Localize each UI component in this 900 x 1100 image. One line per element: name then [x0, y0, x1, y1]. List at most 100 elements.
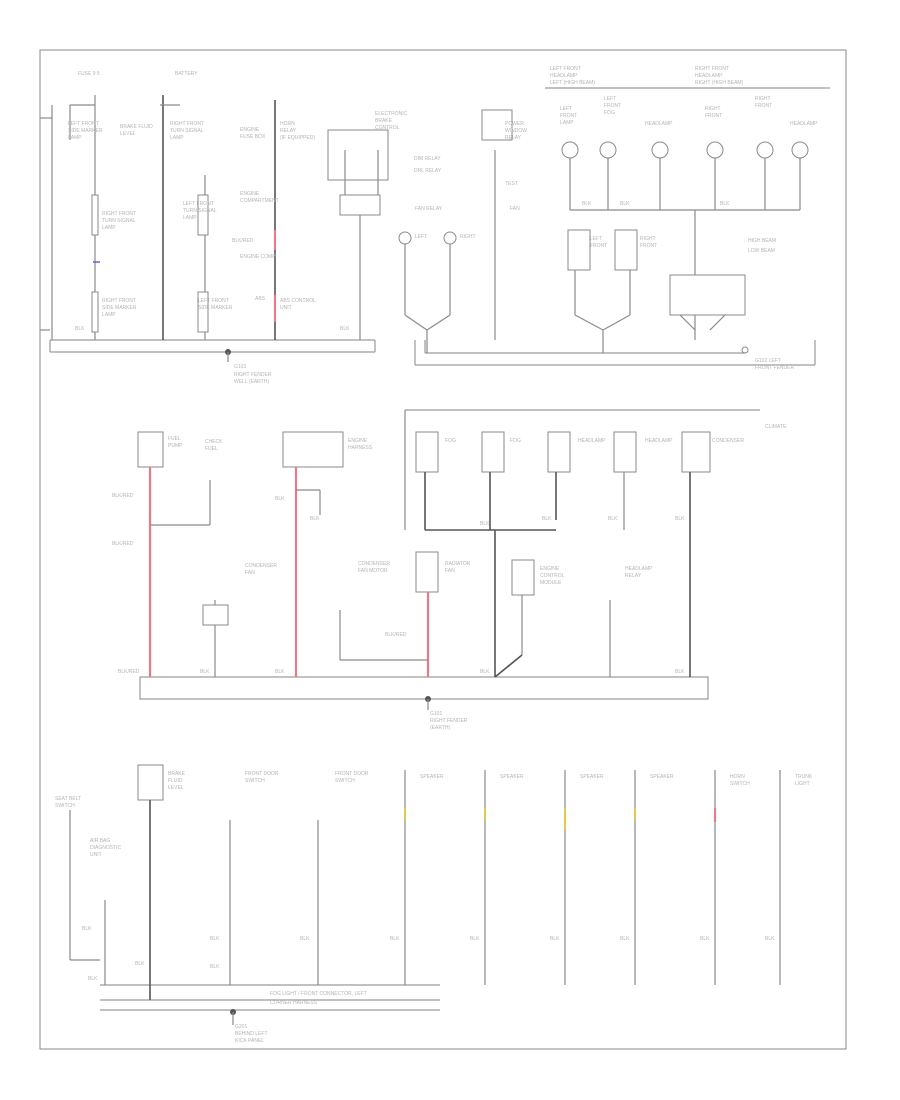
svg-text:TRUNK: TRUNK	[795, 774, 813, 780]
svg-text:FOG LIGHT / FRONT CONNECTOR, L: FOG LIGHT / FRONT CONNECTOR, LEFT	[270, 991, 367, 997]
svg-text:FUEL: FUEL	[168, 436, 181, 442]
svg-text:POWER: POWER	[505, 121, 524, 127]
svg-text:ENGINE: ENGINE	[240, 191, 260, 197]
svg-text:SWITCH: SWITCH	[730, 781, 750, 787]
svg-text:FAN: FAN	[445, 568, 455, 574]
svg-text:BLK: BLK	[720, 201, 730, 207]
svg-text:ELECTRONIC: ELECTRONIC	[375, 111, 408, 117]
svg-text:HARNESS: HARNESS	[348, 445, 373, 451]
svg-text:MODULE: MODULE	[540, 580, 562, 586]
svg-text:RIGHT FRONT: RIGHT FRONT	[170, 121, 204, 127]
svg-text:SEAT BELT: SEAT BELT	[55, 796, 81, 802]
svg-text:TURN SIGNAL: TURN SIGNAL	[170, 128, 204, 134]
svg-text:BLK: BLK	[550, 936, 560, 942]
svg-text:DRL RELAY: DRL RELAY	[414, 168, 442, 174]
svg-text:LEVEL: LEVEL	[120, 131, 136, 137]
svg-text:LEFT (HIGH BEAM): LEFT (HIGH BEAM)	[550, 80, 595, 86]
svg-text:BLK: BLK	[675, 516, 685, 522]
svg-text:BLK: BLK	[620, 201, 630, 207]
svg-text:AIR BAG: AIR BAG	[90, 838, 110, 844]
svg-text:HEADLAMP: HEADLAMP	[550, 73, 578, 79]
svg-text:CONDENSER: CONDENSER	[245, 563, 277, 569]
svg-text:FRONT FENDER: FRONT FENDER	[755, 365, 794, 371]
svg-text:BLK: BLK	[675, 669, 685, 675]
svg-text:HEADLAMP: HEADLAMP	[790, 121, 818, 127]
svg-text:BLK/RED: BLK/RED	[112, 493, 134, 499]
svg-text:UNIT: UNIT	[280, 305, 292, 311]
svg-text:FUSE BOX: FUSE BOX	[240, 134, 266, 140]
svg-text:LAMP: LAMP	[183, 215, 197, 221]
svg-text:FRONT DOOR: FRONT DOOR	[245, 771, 279, 777]
svg-text:BEHIND LEFT: BEHIND LEFT	[235, 1031, 268, 1037]
svg-text:HEADLAMP: HEADLAMP	[695, 73, 723, 79]
svg-text:G101: G101	[430, 711, 442, 717]
svg-text:BLK: BLK	[620, 936, 630, 942]
svg-text:FRONT: FRONT	[705, 113, 722, 119]
svg-text:FRONT: FRONT	[604, 103, 621, 109]
svg-text:RIGHT FENDER: RIGHT FENDER	[234, 372, 272, 378]
svg-text:RIGHT: RIGHT	[460, 234, 476, 240]
svg-text:BLK: BLK	[340, 326, 350, 332]
svg-text:LEFT FRONT: LEFT FRONT	[183, 201, 214, 207]
svg-text:CHECK: CHECK	[205, 439, 223, 445]
svg-text:BLK/RED: BLK/RED	[232, 238, 254, 244]
svg-text:FAN RELAY: FAN RELAY	[415, 206, 443, 212]
svg-text:LEFT: LEFT	[590, 236, 602, 242]
bottom-section: G201 BEHIND LEFT KICK PANEL FOG LIGHT / …	[55, 764, 813, 1044]
svg-text:ABS: ABS	[255, 296, 266, 302]
svg-text:WELL (EARTH): WELL (EARTH)	[234, 379, 269, 385]
svg-text:FRONT: FRONT	[560, 113, 577, 119]
svg-text:FRONT: FRONT	[755, 103, 772, 109]
svg-text:RIGHT: RIGHT	[705, 106, 721, 112]
svg-text:LOW BEAM: LOW BEAM	[748, 248, 775, 254]
svg-text:SIDE MARKER: SIDE MARKER	[198, 305, 233, 311]
svg-text:(EARTH): (EARTH)	[430, 725, 451, 731]
svg-text:SWITCH: SWITCH	[245, 778, 265, 784]
svg-text:BLK: BLK	[582, 201, 592, 207]
svg-text:SWITCH: SWITCH	[55, 803, 75, 809]
svg-text:BRAKE: BRAKE	[168, 771, 186, 777]
svg-text:FLUID: FLUID	[168, 778, 183, 784]
svg-text:FOG: FOG	[604, 110, 615, 116]
svg-text:CONDENSER: CONDENSER	[358, 561, 390, 567]
middle-section: G101 RIGHT FENDER (EARTH) FUEL PUMP BLK/…	[112, 409, 787, 731]
svg-text:BLK: BLK	[200, 669, 210, 675]
svg-text:BLK: BLK	[82, 926, 92, 932]
svg-text:FOG: FOG	[445, 438, 456, 444]
svg-text:BLK: BLK	[480, 521, 490, 527]
svg-text:DIM RELAY: DIM RELAY	[414, 156, 441, 162]
svg-text:LAMP: LAMP	[102, 312, 116, 318]
svg-text:LAMP: LAMP	[68, 135, 82, 141]
svg-text:LEFT FRONT: LEFT FRONT	[550, 66, 581, 72]
svg-text:BLK: BLK	[700, 936, 710, 942]
top-right-section: G102 LEFT FRONT FENDER LEFT FRONT HEADLA…	[398, 66, 830, 371]
svg-text:LAMP: LAMP	[170, 135, 184, 141]
svg-text:SWITCH: SWITCH	[335, 778, 355, 784]
svg-text:G201: G201	[235, 1024, 247, 1030]
svg-text:HIGH BEAM: HIGH BEAM	[748, 238, 776, 244]
svg-text:RIGHT FRONT: RIGHT FRONT	[695, 66, 729, 72]
svg-text:BATTERY: BATTERY	[175, 71, 198, 77]
svg-text:BLK: BLK	[210, 936, 220, 942]
svg-text:RELAY: RELAY	[625, 573, 642, 579]
svg-text:HEADLAMP: HEADLAMP	[578, 438, 606, 444]
svg-text:SPEAKER: SPEAKER	[500, 774, 524, 780]
svg-text:HEADLAMP: HEADLAMP	[625, 566, 653, 572]
svg-text:COMPARTMENT: COMPARTMENT	[240, 198, 279, 204]
svg-text:BLK: BLK	[88, 976, 98, 982]
svg-text:BLK: BLK	[75, 326, 85, 332]
svg-text:BLK: BLK	[480, 669, 490, 675]
svg-text:BRAKE FLUID: BRAKE FLUID	[120, 124, 153, 130]
svg-text:FRONT DOOR: FRONT DOOR	[335, 771, 369, 777]
svg-text:BRAKE: BRAKE	[375, 118, 393, 124]
svg-text:TEST: TEST	[505, 181, 518, 187]
svg-text:RIGHT FRONT: RIGHT FRONT	[102, 211, 136, 217]
svg-text:ABS CONTROL: ABS CONTROL	[280, 298, 316, 304]
svg-text:CLIMATE: CLIMATE	[765, 424, 787, 430]
svg-text:TURN SIGNAL: TURN SIGNAL	[183, 208, 217, 214]
svg-text:SIDE MARKER: SIDE MARKER	[102, 305, 137, 311]
svg-text:FUEL: FUEL	[205, 446, 218, 452]
svg-text:FRONT: FRONT	[590, 243, 607, 249]
svg-text:BLK/RED: BLK/RED	[385, 632, 407, 638]
ground-point-g2	[741, 346, 749, 354]
